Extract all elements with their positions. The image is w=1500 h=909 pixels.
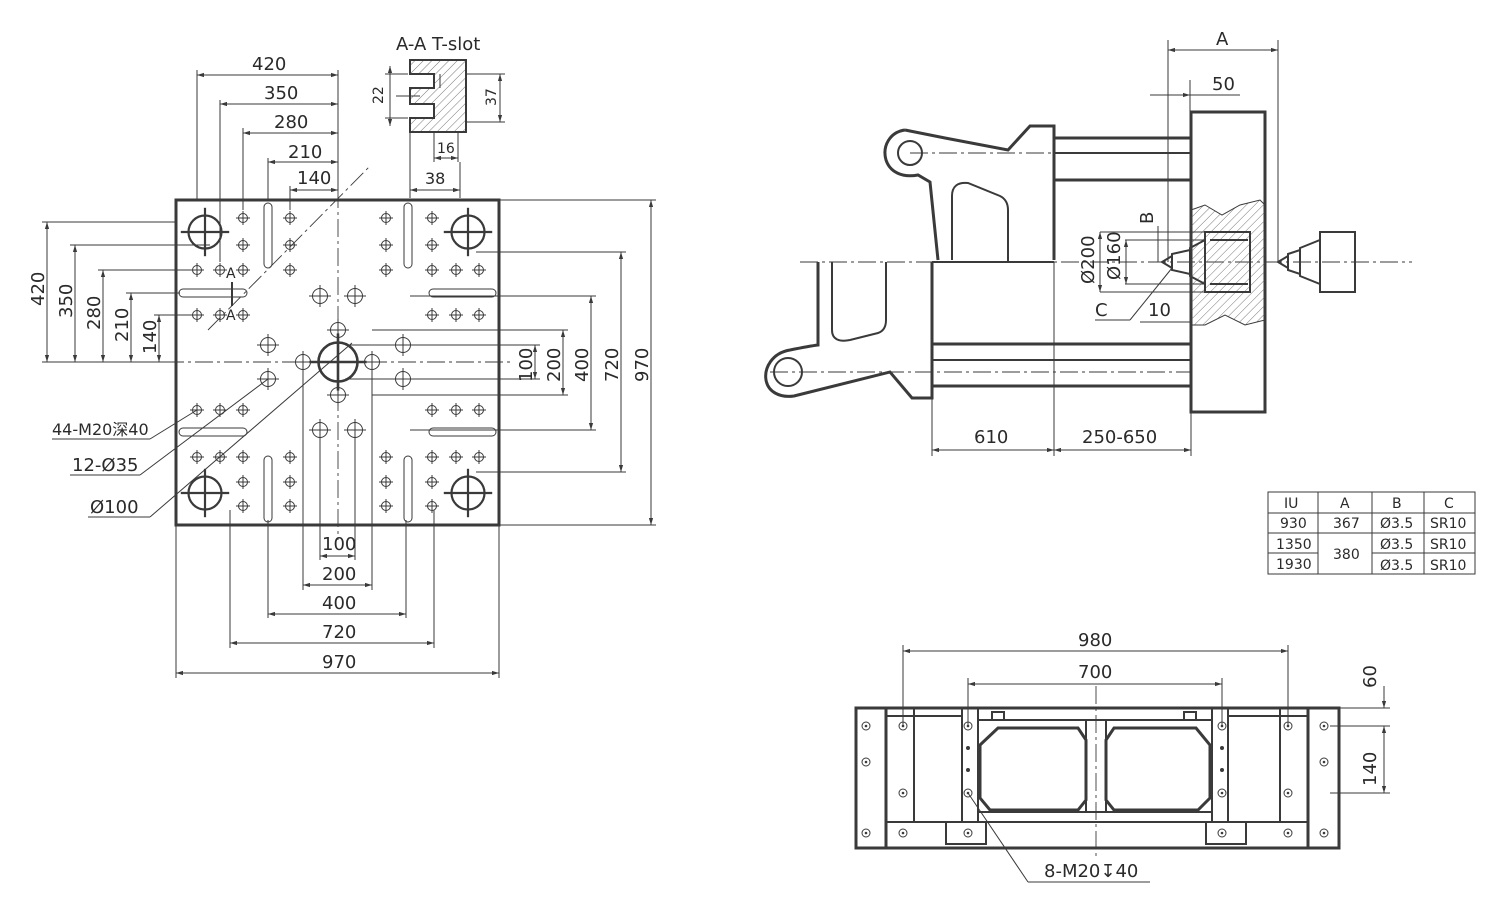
left-dim-210: 210 <box>112 308 133 342</box>
tslot-section: A-A T-slot 22 37 16 38 <box>371 34 505 198</box>
left-dim-420: 420 <box>28 272 49 306</box>
th-c: C <box>1444 496 1454 512</box>
platen-callouts: 44-M20深40 12-Ø35 Ø100 <box>52 342 353 518</box>
callout-d100: Ø100 <box>90 497 139 518</box>
platen-right-dimensions: 100 200 400 720 970 <box>345 199 656 526</box>
callout-m20: 44-M20深40 <box>52 420 149 439</box>
cell-r2-b: Ø3.5 <box>1380 537 1413 553</box>
right-dim-100: 100 <box>516 348 537 382</box>
cell-r3-b: Ø3.5 <box>1380 558 1413 574</box>
cell-r1-b: Ø3.5 <box>1380 516 1413 532</box>
platen-outline <box>174 198 501 527</box>
left-dim-280: 280 <box>84 296 105 330</box>
lower-pivot <box>773 357 803 387</box>
top-dim-280: 280 <box>274 112 308 133</box>
right-dim-720: 720 <box>602 348 623 382</box>
cell-r3-c: SR10 <box>1430 558 1466 574</box>
th-b: B <box>1392 496 1402 512</box>
top-dim-140: 140 <box>297 168 331 189</box>
dim-22: 22 <box>371 86 387 104</box>
dim-980: 980 <box>1078 630 1112 651</box>
section-mark-a1: A <box>226 266 236 282</box>
base-view: 980 700 60 140 8-M20↧40 <box>854 630 1390 883</box>
cell-r2-c: SR10 <box>1430 537 1466 553</box>
upper-pivot <box>897 140 923 166</box>
dim-10: 10 <box>1148 300 1171 321</box>
th-iu: IU <box>1284 496 1298 512</box>
dim-700: 700 <box>1078 662 1112 683</box>
bottom-dim-100: 100 <box>322 534 356 555</box>
bottom-dim-200: 200 <box>322 564 356 585</box>
dim-60: 60 <box>1360 665 1381 688</box>
dim-140: 140 <box>1360 752 1381 786</box>
cell-r1-iu: 930 <box>1280 516 1307 532</box>
dim-16: 16 <box>437 141 455 157</box>
left-dim-140: 140 <box>140 320 161 354</box>
cell-r1-a: 367 <box>1333 516 1360 532</box>
section-title: A-A T-slot <box>396 34 480 55</box>
dim-d200: Ø200 <box>1078 235 1099 284</box>
section-mark-a2: A <box>226 308 236 324</box>
spec-table: IU A B C 930 367 Ø3.5 SR10 1350 380 Ø3.5… <box>1267 491 1476 575</box>
platen-bottom-dimensions: 100 200 400 720 970 <box>175 370 500 678</box>
cell-r2-iu: 1350 <box>1276 537 1312 553</box>
platen-left-dimensions: 420 350 280 210 140 <box>28 221 210 363</box>
cell-r1-c: SR10 <box>1430 516 1466 532</box>
top-dim-210: 210 <box>288 142 322 163</box>
dim-50: 50 <box>1212 74 1235 95</box>
callout-d35: 12-Ø35 <box>72 455 138 476</box>
platen-front-view: A A <box>166 165 510 540</box>
top-dim-420: 420 <box>252 54 286 75</box>
bottom-dim-720: 720 <box>322 622 356 643</box>
dim-a: A <box>1216 29 1229 50</box>
bottom-dim-400: 400 <box>322 593 356 614</box>
top-dim-350: 350 <box>264 83 298 104</box>
right-dim-970: 970 <box>632 348 653 382</box>
side-view: A 50 Ø200 Ø160 B C 10 610 250-650 <box>764 29 1412 456</box>
dim-37: 37 <box>484 88 500 106</box>
right-dim-400: 400 <box>572 348 593 382</box>
dim-c: C <box>1095 300 1108 321</box>
th-a: A <box>1340 496 1350 512</box>
right-dim-200: 200 <box>544 348 565 382</box>
dim-b: B <box>1137 212 1158 224</box>
tslot-profile <box>409 59 467 133</box>
cell-r3-iu: 1930 <box>1276 557 1312 573</box>
platen-top-dimensions: 420 350 280 210 140 <box>196 54 339 262</box>
dim-d160: Ø160 <box>1104 231 1125 280</box>
dim-610: 610 <box>974 427 1008 448</box>
bottom-dim-970: 970 <box>322 652 356 673</box>
callout-8-m20: 8-M20↧40 <box>1044 861 1138 882</box>
dim-38: 38 <box>425 169 445 188</box>
left-dim-350: 350 <box>56 284 77 318</box>
cell-r2-a: 380 <box>1333 547 1360 563</box>
dim-250-650: 250-650 <box>1082 427 1157 448</box>
